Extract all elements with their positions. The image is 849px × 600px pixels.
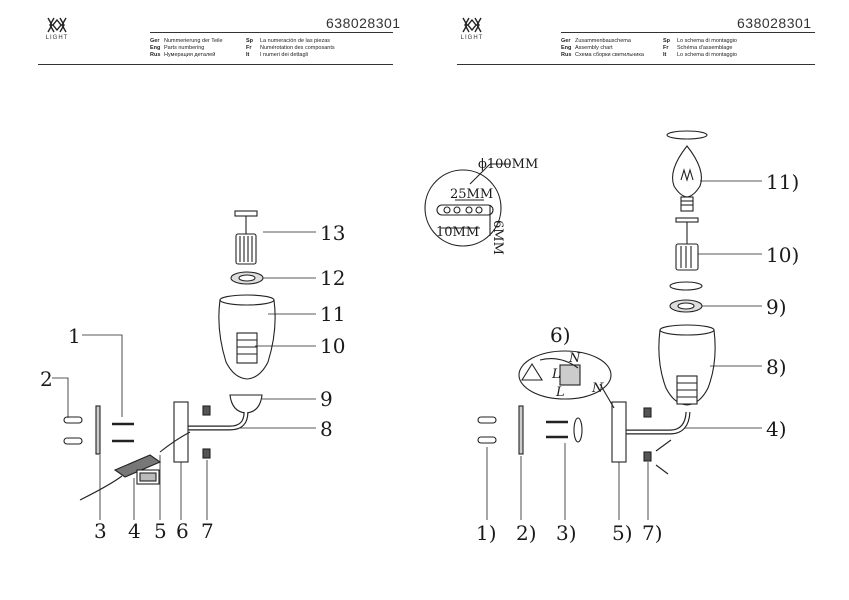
dim-slot-width: 6MM <box>490 220 505 255</box>
right-step-labels: 11) 10) 9) 8) 4) 6) 1) 2) 3) 5) 7) <box>476 170 799 545</box>
mount-plate-detail <box>424 163 510 247</box>
step-4-arm-tube <box>626 411 691 435</box>
label-12: 12 <box>320 266 345 290</box>
part-12-ring-nut <box>230 271 264 285</box>
step-label-3: 3) <box>556 521 577 545</box>
mw-logo-icon <box>462 17 482 33</box>
header-bottom-rule <box>38 64 393 65</box>
step-1-dowels <box>477 416 497 444</box>
mount-plate-dimensions: ϕ100MM 25MM 10MM 6MM <box>436 157 538 255</box>
wire-l-top: L <box>551 367 561 382</box>
label-11: 11 <box>320 302 345 326</box>
part-9-holder-cup <box>229 394 263 414</box>
step-3-screws <box>546 417 583 443</box>
logo-word: LIGHT <box>45 35 69 41</box>
product-code: 638028301 <box>326 15 401 31</box>
label-13: 13 <box>320 221 345 245</box>
step-label-9: 9) <box>766 295 787 319</box>
part-2-wall-dowels <box>63 416 83 445</box>
part-11-glass-shade <box>218 294 276 380</box>
step-7-nuts <box>643 407 672 475</box>
label-10: 10 <box>320 334 345 358</box>
step-2-mounting-bar <box>518 405 524 455</box>
part-13-threaded-rod <box>234 210 258 265</box>
step-label-8: 8) <box>766 355 787 379</box>
label-9: 9 <box>320 387 333 411</box>
step-label-4: 4) <box>766 417 787 441</box>
step-label-5: 5) <box>612 521 633 545</box>
header-rule-right <box>561 32 815 33</box>
label-3: 3 <box>94 519 107 543</box>
label-1: 1 <box>68 324 81 348</box>
step-label-2: 2) <box>516 521 537 545</box>
label-6: 6 <box>176 519 189 543</box>
brand-logo: LIGHT <box>40 16 74 41</box>
wiring-letters: L N L N <box>551 351 604 400</box>
left-leader-lines <box>52 231 316 520</box>
dim-slot-length: 10MM <box>436 225 479 240</box>
part-5-wire <box>159 431 191 453</box>
power-cable <box>79 475 123 501</box>
part-1-screws <box>112 422 134 443</box>
label-2: 2 <box>40 367 53 391</box>
mw-logo-icon <box>47 17 67 33</box>
wire-n-top: N <box>568 351 581 366</box>
brand-logo-right: LIGHT <box>455 16 489 41</box>
step-label-1: 1) <box>476 521 497 545</box>
dim-diameter: ϕ100MM <box>478 157 538 172</box>
step-label-10: 10) <box>766 243 799 267</box>
step-9-ring-nut <box>669 281 703 313</box>
label-4: 4 <box>128 519 141 543</box>
label-8: 8 <box>320 417 333 441</box>
logo-word-right: LIGHT <box>460 35 484 41</box>
step-label-7: 7) <box>642 521 663 545</box>
part-4-terminal-block <box>113 454 162 485</box>
part-6-wall-plate <box>173 401 189 463</box>
header-rule <box>150 32 393 33</box>
part-3-mounting-bar <box>95 405 101 455</box>
step-label-6: 6) <box>550 323 571 347</box>
step-6-wiring-detail <box>518 350 615 409</box>
step-10-holder <box>675 217 699 271</box>
label-5: 5 <box>154 519 167 543</box>
step-5-wall-plate <box>611 401 627 463</box>
part-8-arm-tube <box>188 411 249 431</box>
part-7-nuts <box>202 405 211 459</box>
step-8-glass-shade <box>658 324 716 406</box>
dim-hole-spacing: 25MM <box>450 187 493 202</box>
right-leader-lines <box>486 180 762 520</box>
wire-n-bottom: N <box>591 381 604 396</box>
header-bottom-rule-right <box>457 64 815 65</box>
left-part-labels: 13 12 11 10 9 8 1 2 3 4 5 6 7 <box>40 221 345 543</box>
label-7: 7 <box>201 519 214 543</box>
wire-l-bottom: L <box>555 385 565 400</box>
product-code-right: 638028301 <box>737 15 812 31</box>
step-label-11: 11) <box>766 170 799 194</box>
step-11-bulb <box>666 130 708 212</box>
